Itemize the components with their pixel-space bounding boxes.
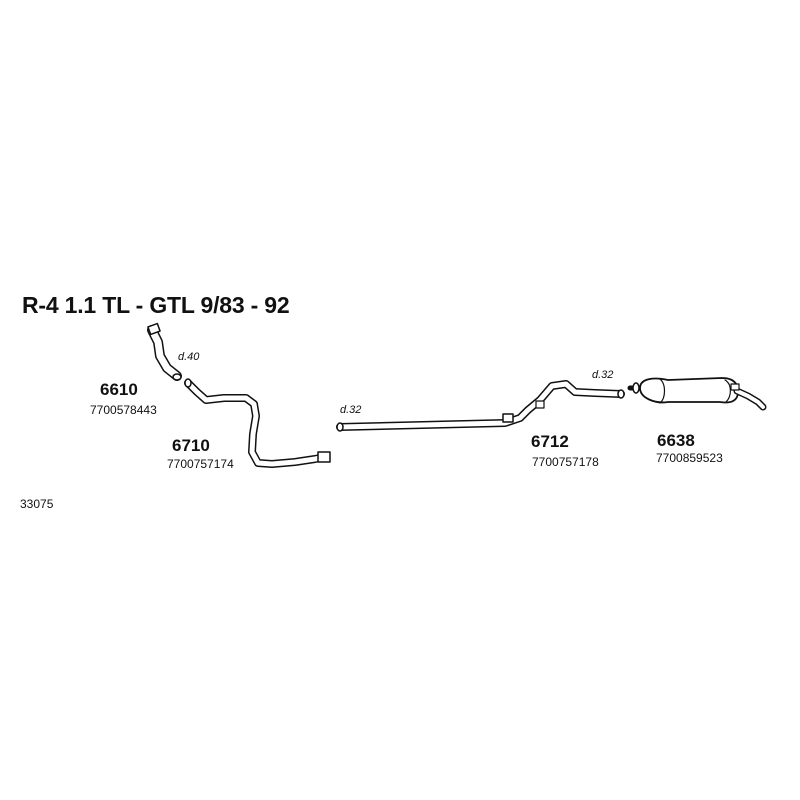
part-6610-number: 6610 bbox=[100, 380, 138, 399]
part-6610-downpipe bbox=[147, 322, 182, 381]
part-6610-reference: 7700578443 bbox=[90, 403, 157, 417]
part-6712-number: 6712 bbox=[531, 432, 569, 451]
part-6710-pipe bbox=[184, 378, 331, 468]
part-6712-pipe bbox=[336, 380, 625, 432]
part-6638-number: 6638 bbox=[657, 431, 695, 450]
part-6638-reference: 7700859523 bbox=[656, 451, 723, 465]
diagram-code: 33075 bbox=[20, 497, 54, 511]
part-6710-reference: 7700757174 bbox=[167, 457, 234, 471]
part-6710-number: 6710 bbox=[172, 436, 210, 455]
diagram-title: R-4 1.1 TL - GTL 9/83 - 92 bbox=[22, 292, 290, 318]
part-6712-rear-diameter: d.32 bbox=[592, 369, 614, 381]
part-6712-reference: 7700757178 bbox=[532, 455, 599, 469]
part-6712-front-diameter: d.32 bbox=[340, 404, 362, 416]
part-6638-silencer bbox=[627, 377, 767, 411]
part-6610-diameter: d.40 bbox=[178, 351, 200, 363]
